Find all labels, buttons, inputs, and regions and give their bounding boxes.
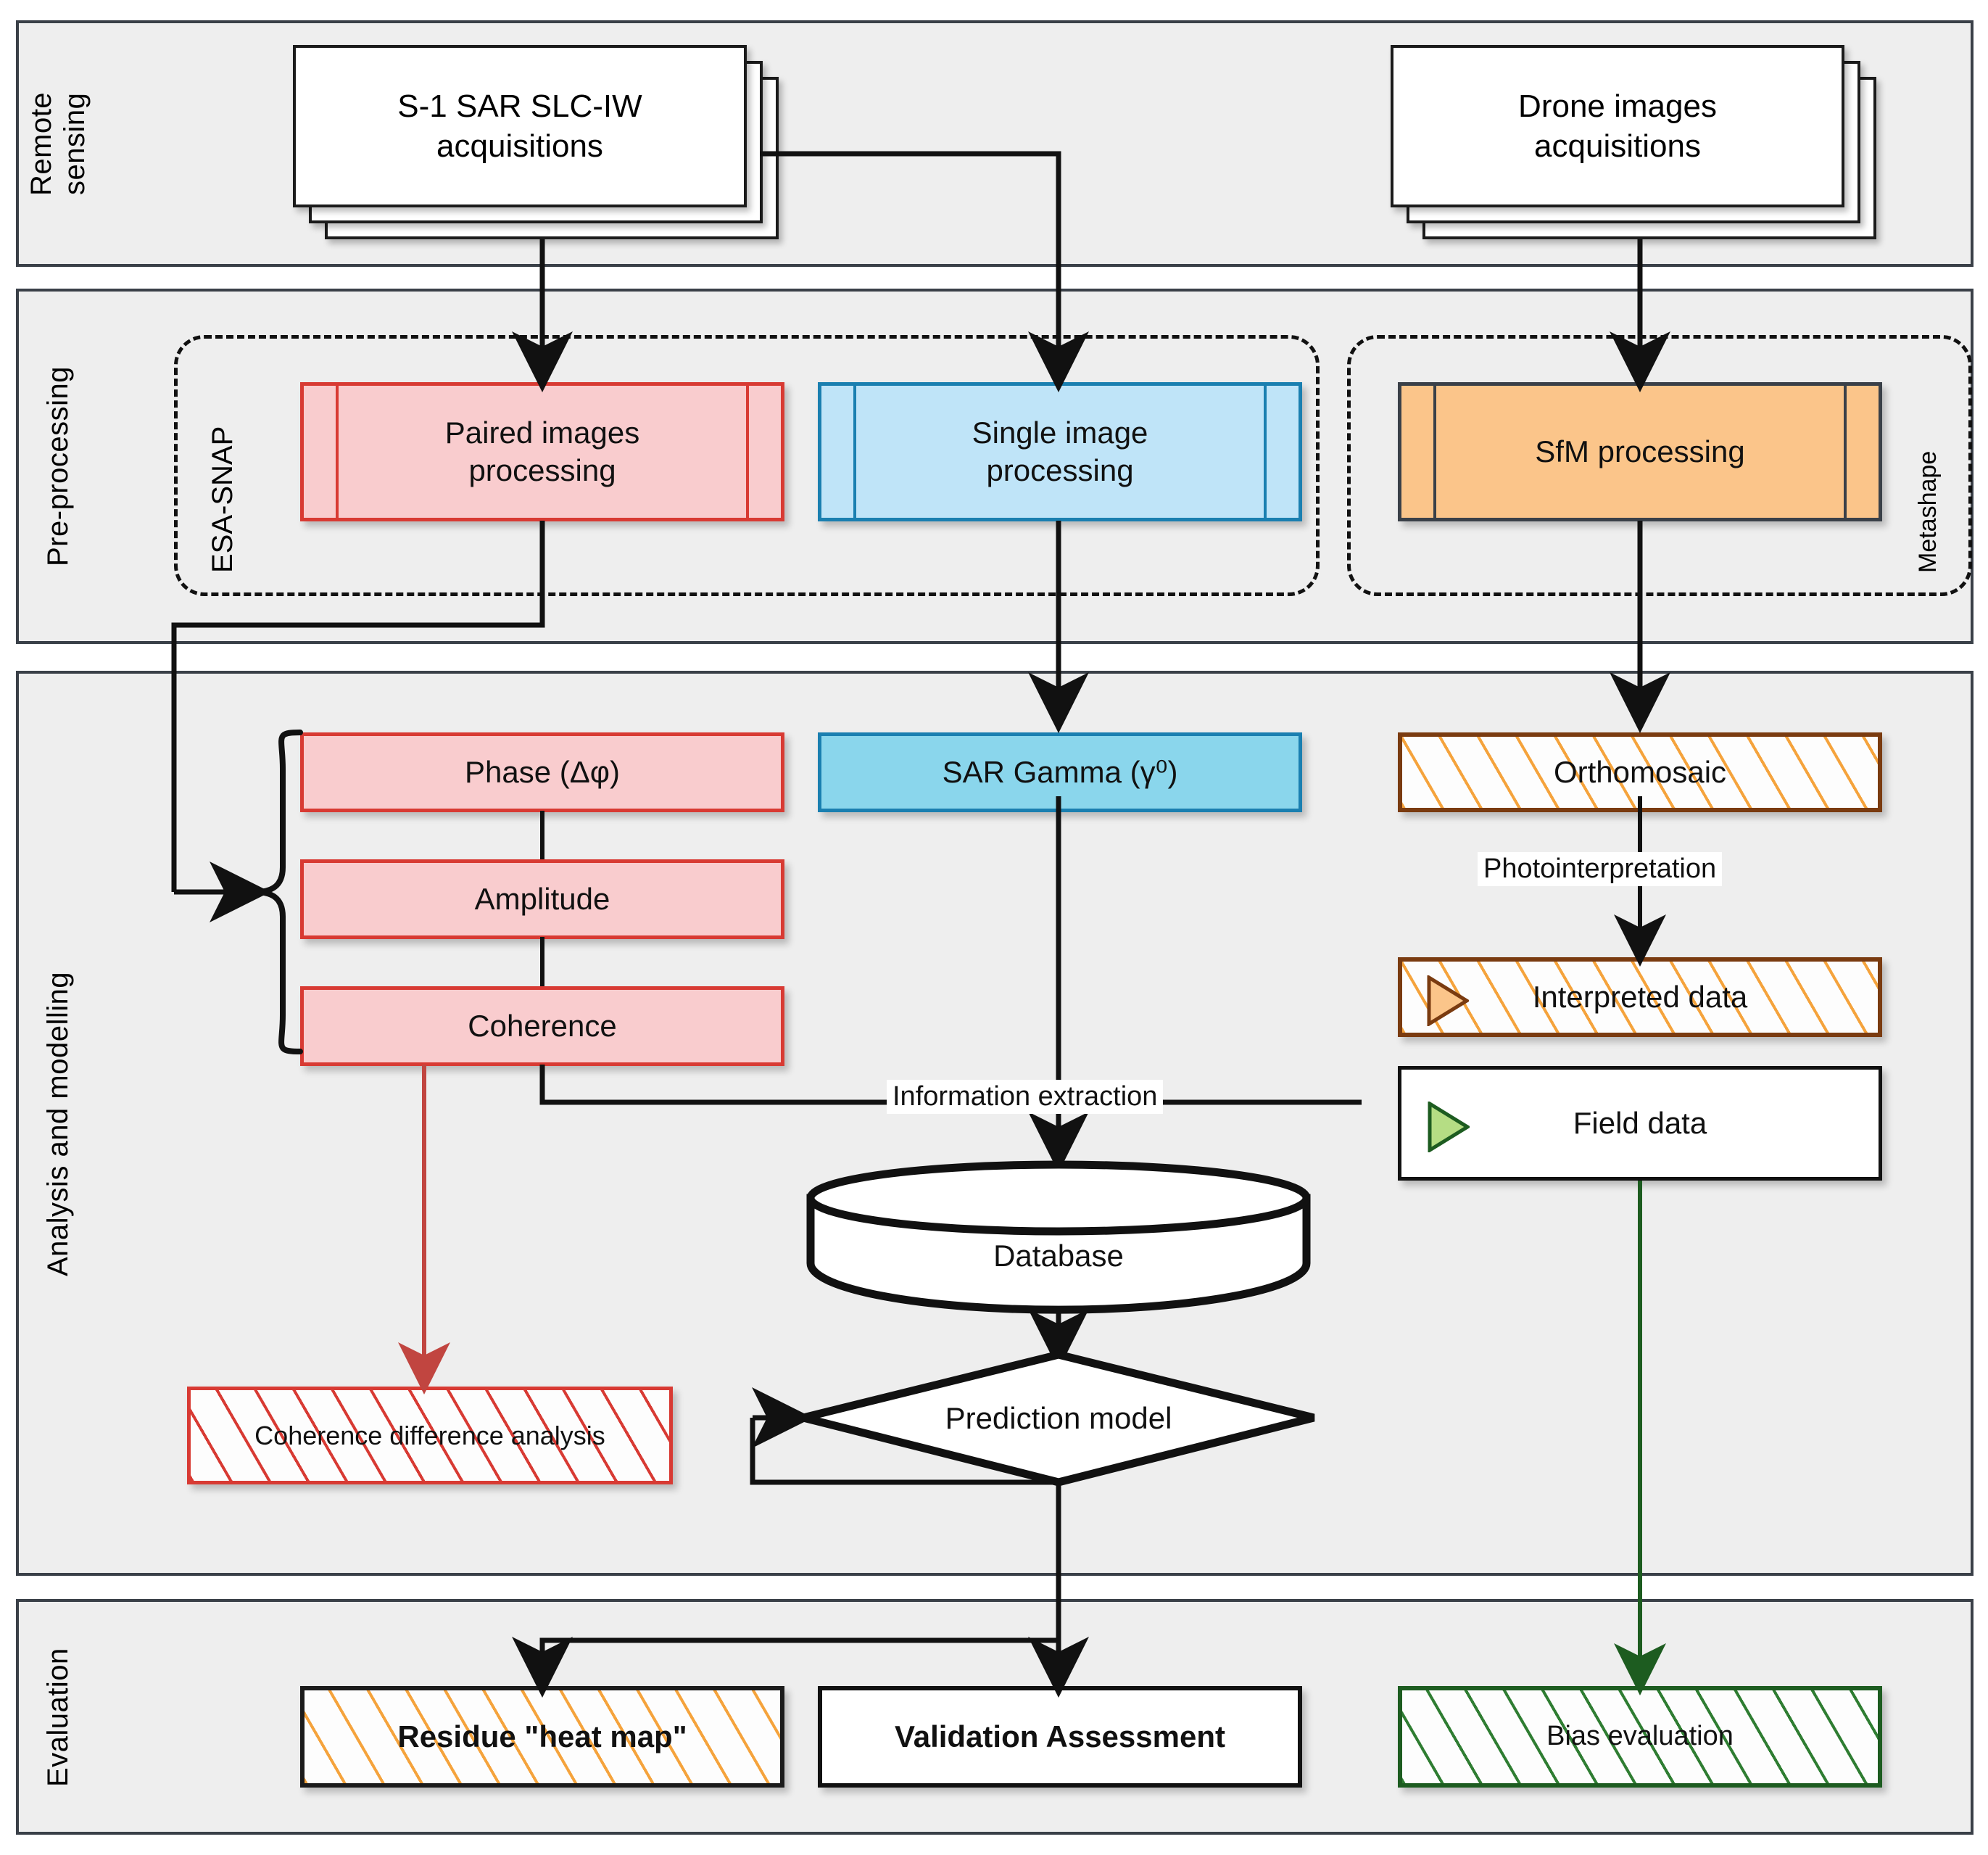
sfm-processing-node[interactable]: SfM processing	[1398, 382, 1882, 521]
paired-images-processing-node[interactable]: Paired images processing	[300, 382, 784, 521]
group-label-esa-snap: ESA-SNAP	[207, 426, 239, 573]
subprocess-rule-left	[336, 386, 339, 518]
subprocess-rule-left	[853, 386, 856, 518]
field-data-label: Field data	[1573, 1105, 1707, 1140]
coherence-label: Coherence	[468, 1008, 617, 1043]
amplitude-label: Amplitude	[474, 881, 610, 916]
field-data-node[interactable]: Field data	[1398, 1066, 1882, 1181]
coherence-node[interactable]: Coherence	[300, 986, 784, 1066]
orthomosaic-node[interactable]: Orthomosaic	[1398, 732, 1882, 812]
stack-sheet-front: S-1 SAR SLC-IW acquisitions	[293, 45, 747, 207]
stack-sheet-front: Drone images acquisitions	[1391, 45, 1844, 207]
database-label: Database	[993, 1239, 1124, 1273]
bias-evaluation-label: Bias evaluation	[1546, 1721, 1734, 1752]
single-image-processing-label: Single image processing	[972, 415, 1148, 488]
subprocess-rule-left	[1433, 386, 1436, 518]
photointerpretation-text: Photointerpretation	[1483, 854, 1717, 884]
validation-assessment-label: Validation Assessment	[895, 1719, 1225, 1753]
play-triangle-green-icon	[1428, 1100, 1471, 1154]
group-label-metashape: Metashape	[1914, 450, 1942, 573]
phase-label: Phase (Δφ)	[464, 754, 621, 789]
database-node[interactable]: Database	[811, 1189, 1306, 1298]
play-triangle-orange-icon	[1428, 978, 1467, 1024]
play-triangle-orange-outline-icon	[1427, 974, 1470, 1028]
drone-images-label: Drone images acquisitions	[1518, 88, 1717, 164]
orthomosaic-label: Orthomosaic	[1553, 754, 1727, 789]
group-esa-snap	[174, 335, 1320, 596]
subprocess-rule-right	[746, 386, 749, 518]
lane-label-evaluation: Evaluation	[42, 1648, 74, 1787]
coherence-difference-analysis-label: Coherence difference analysis	[254, 1421, 605, 1450]
single-image-processing-node[interactable]: Single image processing	[818, 382, 1302, 521]
lane-label-analysis-modelling: Analysis and modelling	[42, 971, 74, 1277]
bias-evaluation-node[interactable]: Bias evaluation	[1398, 1686, 1882, 1788]
phase-node[interactable]: Phase (Δφ)	[300, 732, 784, 812]
information-extraction-edge-label: Information extraction	[887, 1080, 1164, 1114]
photointerpretation-edge-label: Photointerpretation	[1478, 852, 1723, 886]
paired-images-processing-label: Paired images processing	[444, 415, 640, 488]
sfm-processing-label: SfM processing	[1535, 434, 1745, 468]
subprocess-rule-right	[1264, 386, 1267, 518]
sar-gamma-label: SAR Gamma (γ⁰)	[942, 754, 1178, 789]
drone-images-stack[interactable]: Drone images acquisitions	[1391, 45, 1876, 239]
amplitude-node[interactable]: Amplitude	[300, 859, 784, 939]
lane-label-pre-processing: Pre-processing	[42, 366, 74, 567]
lane-label-remote-sensing: Remote sensing	[25, 91, 91, 196]
coherence-difference-analysis-node[interactable]: Coherence difference analysis	[187, 1387, 673, 1484]
interpreted-data-label: Interpreted data	[1532, 979, 1748, 1014]
s1-sar-slc-iw-stack[interactable]: S-1 SAR SLC-IW acquisitions	[293, 45, 779, 239]
residue-heat-map-label: Residue "heat map"	[397, 1719, 687, 1753]
validation-assessment-node[interactable]: Validation Assessment	[818, 1686, 1302, 1788]
sar-gamma-node[interactable]: SAR Gamma (γ⁰)	[818, 732, 1302, 812]
subprocess-rule-right	[1844, 386, 1847, 518]
prediction-model-node[interactable]: Prediction model	[803, 1355, 1314, 1482]
prediction-model-label: Prediction model	[945, 1401, 1172, 1435]
interpreted-data-node[interactable]: Interpreted data	[1398, 957, 1882, 1037]
s1-sar-slc-iw-label: S-1 SAR SLC-IW acquisitions	[397, 88, 642, 164]
information-extraction-text: Information extraction	[892, 1081, 1158, 1112]
residue-heat-map-node[interactable]: Residue "heat map"	[300, 1686, 784, 1788]
